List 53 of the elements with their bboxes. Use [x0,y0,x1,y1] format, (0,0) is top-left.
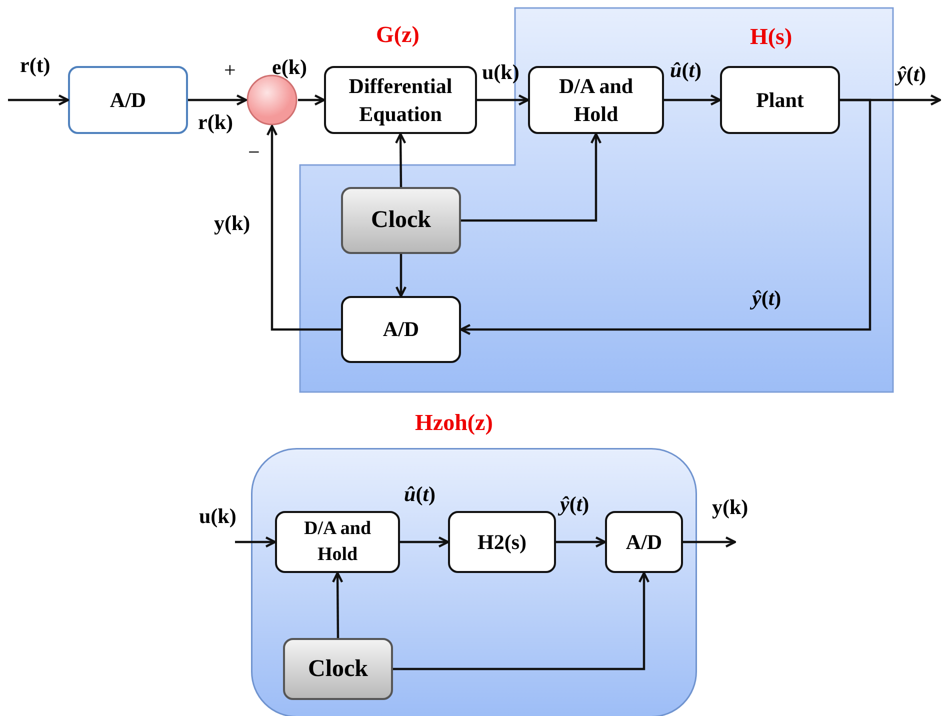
arrow [400,536,450,548]
arrow [8,94,70,106]
arrow [460,98,872,336]
arrow [332,572,344,638]
block-label: Plant [755,86,805,114]
arrow [298,94,326,106]
block-label: Differential Equation [348,72,454,128]
block-label: D/A and Hold [302,517,372,567]
arrow [395,254,407,298]
block-title: Hzoh(z) [415,410,493,436]
signal-label: e(k) [272,57,307,78]
arrow [461,132,602,222]
sign-label: − [248,142,260,163]
process-box [341,296,461,363]
signal-label: y(k) [214,213,250,234]
signal-label: r(k) [198,112,233,133]
block-label: D/A and Hold [558,72,634,128]
signal-label: r(t) [20,55,50,76]
process-box [68,66,188,134]
block-label: Clock [307,654,369,684]
block-label: Clock [370,206,432,236]
arrow [556,536,606,548]
signal-label: û(t) [670,60,702,81]
signal-label: u(k) [482,62,520,83]
clock-block [283,638,393,700]
block-title: G(z) [376,22,420,48]
arrow [477,94,530,106]
block-label: A/D [382,316,420,344]
arrow [393,572,650,670]
arrow [394,132,406,188]
block-label: A/D [108,86,148,114]
arrow [683,536,736,548]
process-box [528,66,664,134]
signal-label: u(k) [199,506,236,527]
signal-label: ŷ(t) [897,64,926,85]
block-title: H(s) [750,24,792,50]
arrow [266,124,341,331]
process-box [720,66,840,134]
process-box [324,66,477,134]
signal-label: ŷ(t) [560,494,590,515]
signal-label: û(t) [404,484,436,505]
arrow [235,536,276,548]
arrow [664,94,722,106]
signal-label: ŷ(t) [752,288,782,309]
process-box [605,511,683,573]
process-box [448,511,556,573]
block-label: A/D [624,528,664,556]
sign-label: + [224,60,236,81]
clock-block [341,187,461,254]
block-label: H2(s) [476,528,528,556]
arrow [188,94,248,106]
process-box [275,511,400,573]
signal-label: y(k) [712,497,748,518]
